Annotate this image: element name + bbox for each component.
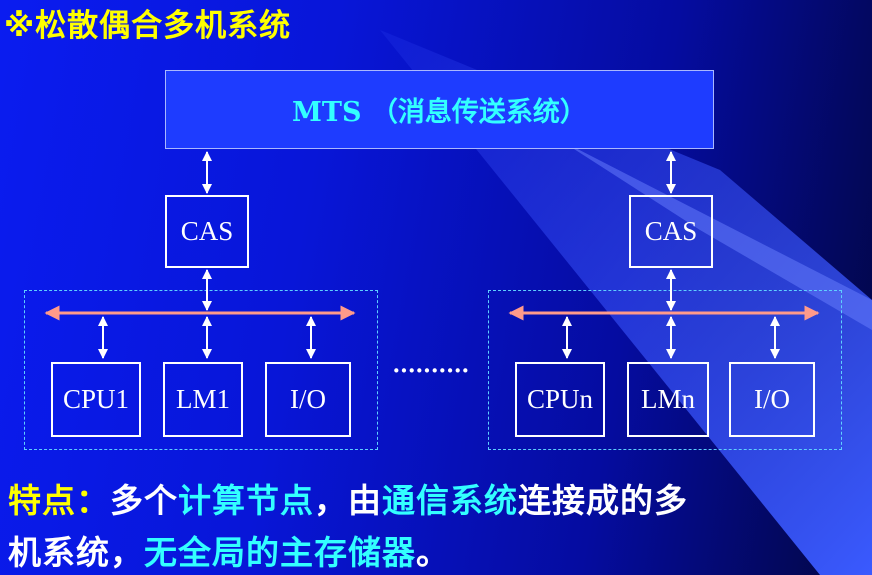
- cpu-label-right: CPUn: [526, 384, 594, 414]
- feature-seg: ，由: [314, 481, 382, 520]
- cpu-label-left: CPU1: [62, 384, 130, 414]
- io-box-right: I/O: [729, 362, 815, 437]
- node-group-left: [24, 290, 378, 450]
- ellipsis: ··········: [392, 356, 470, 385]
- feature-seg: 机系统，: [8, 533, 144, 572]
- io-box-left: I/O: [265, 362, 351, 437]
- light-beam-shape: [380, 30, 872, 575]
- io-label-left: I/O: [290, 384, 326, 414]
- feature-line-1: 特点：多个计算节点，由通信系统连接成的多: [8, 474, 688, 522]
- cas-label-right: CAS: [644, 216, 698, 246]
- lm-box-right: LMn: [627, 362, 709, 437]
- cas-box-left: CAS: [165, 195, 249, 268]
- feature-seg: 。: [416, 533, 450, 572]
- slide-title: ※松散偶合多机系统: [4, 8, 292, 44]
- feature-seg-highlight: 计算节点: [178, 481, 314, 520]
- feature-label: 特点：: [8, 481, 110, 520]
- feature-seg-highlight: 无全局的主存储器: [144, 533, 416, 572]
- node-group-right: [488, 290, 842, 450]
- feature-line-2: 机系统，无全局的主存储器。: [8, 526, 450, 574]
- lm-label-left: LM1: [176, 384, 230, 414]
- lm-box-left: LM1: [163, 362, 243, 437]
- cas-box-right: CAS: [629, 195, 713, 268]
- feature-seg: 连接成的多: [518, 481, 688, 520]
- feature-seg-highlight: 通信系统: [382, 481, 518, 520]
- cpu-box-right: CPUn: [515, 362, 605, 437]
- feature-seg: 多个: [110, 481, 178, 520]
- lm-label-right: LMn: [641, 384, 695, 414]
- mts-label: MTS （消息传送系统）: [292, 97, 587, 128]
- light-beam-highlight: [560, 140, 872, 330]
- cpu-box-left: CPU1: [51, 362, 141, 437]
- mts-box: MTS （消息传送系统）: [165, 70, 714, 149]
- io-label-right: I/O: [754, 384, 790, 414]
- cas-label-left: CAS: [180, 216, 234, 246]
